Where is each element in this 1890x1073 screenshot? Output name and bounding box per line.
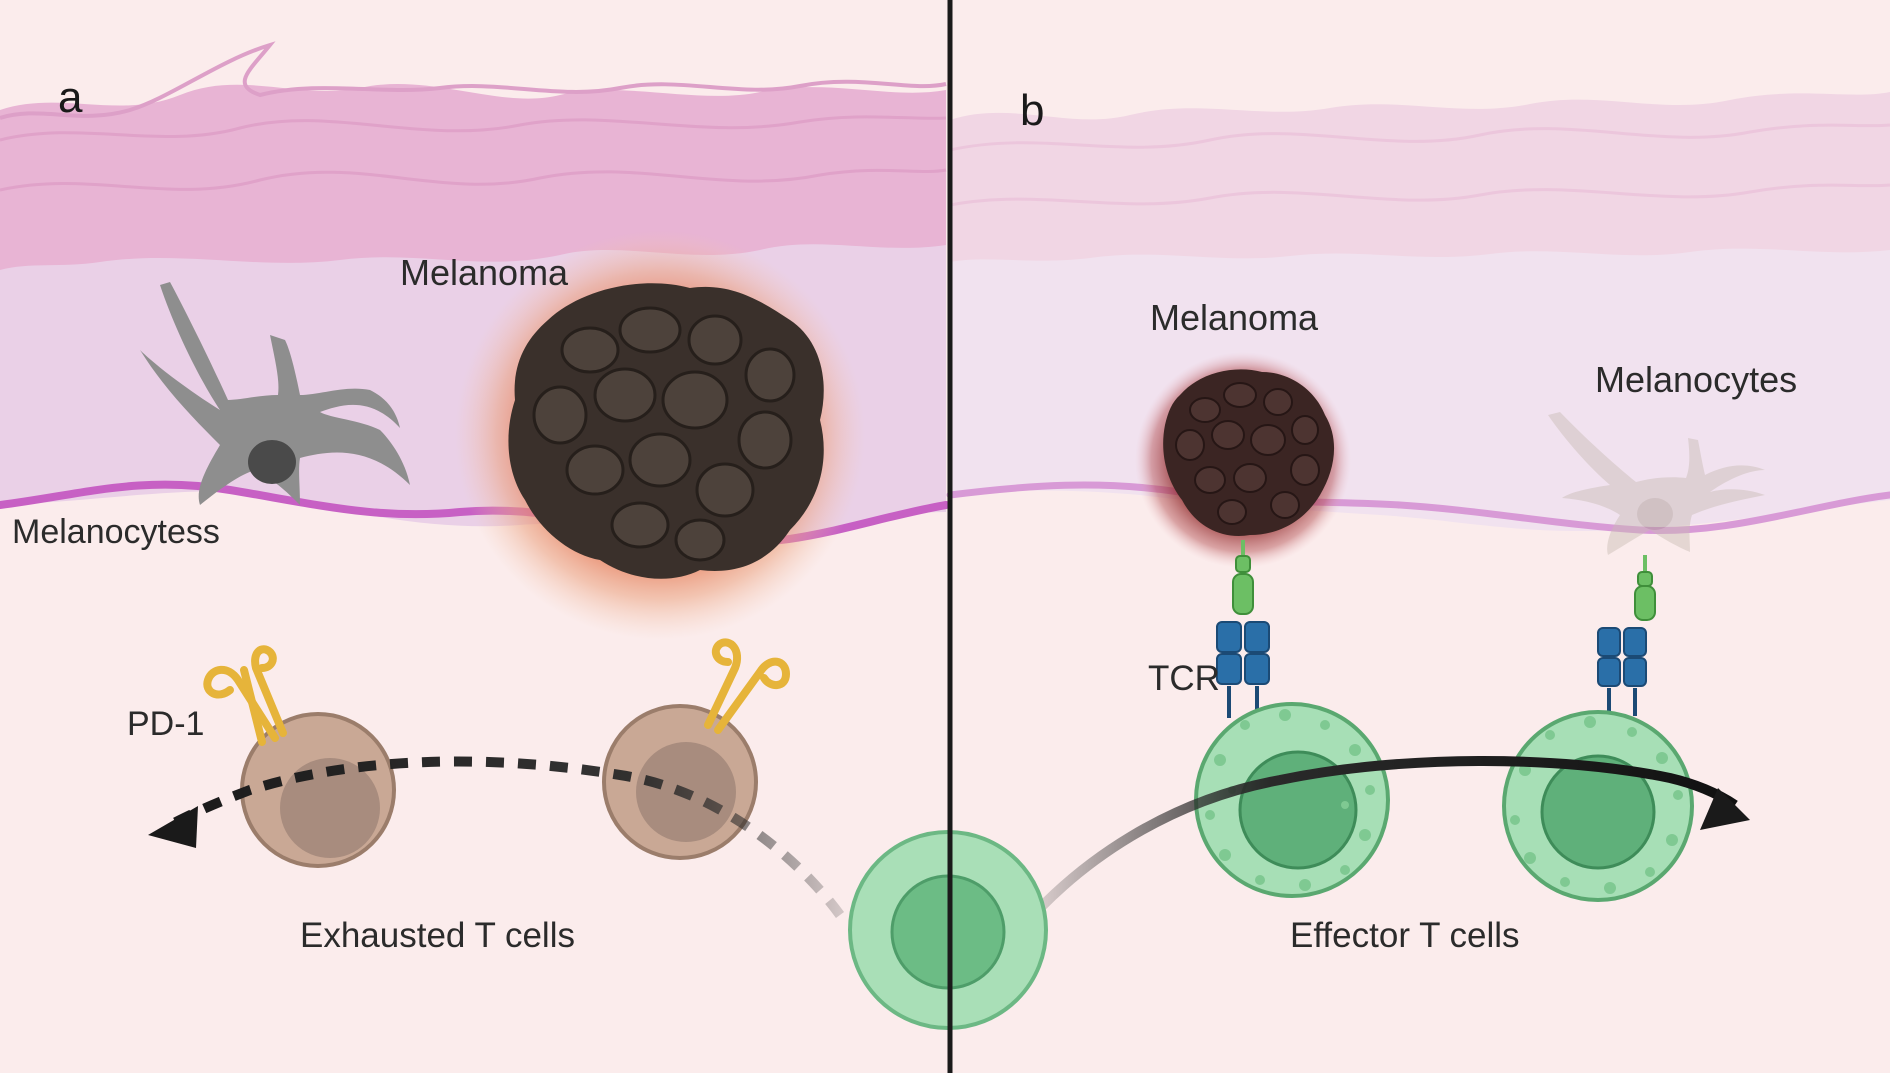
- panel-a-epidermis-top: [0, 41, 947, 120]
- panel-a-epidermis: [0, 83, 946, 270]
- panel-a-melanoma: [455, 230, 865, 640]
- panel-a-migration-arrow: [148, 756, 845, 918]
- panel-a-pd1-label: PD-1: [127, 705, 204, 743]
- panel-a-melanocyte: [140, 282, 410, 505]
- pd1-receptor-icon: [203, 645, 287, 746]
- panel-b-melanocytes-label: Melanocytes: [1595, 359, 1797, 400]
- panel-b-effector-t-cell-1: [1194, 702, 1390, 898]
- panel-a: [0, 41, 950, 918]
- panel-b: [946, 0, 1890, 1073]
- pd1-receptor-icon: [704, 638, 791, 734]
- panel-b-melanocyte: [1548, 412, 1765, 555]
- panel-a-epidermis-lines: [0, 115, 947, 192]
- panel-a-cells-label: Exhausted T cells: [300, 916, 575, 955]
- panel-b-tcr-label: TCR: [1148, 659, 1220, 698]
- panel-a-melanocytes-label: Melanocytess: [12, 513, 220, 551]
- tcr-receptor-icon: [1216, 621, 1270, 718]
- panel-a-letter: a: [58, 73, 83, 122]
- panel-b-letter: b: [1020, 86, 1044, 135]
- panel-b-migration-arrow: [1016, 756, 1750, 934]
- panel-b-cells-label: Effector T cells: [1290, 916, 1520, 955]
- panel-a-exhausted-t-cell-1: [203, 645, 396, 868]
- panel-b-basement-membrane: [946, 481, 1890, 535]
- panel-b-melanoma-label: Melanoma: [1150, 297, 1319, 338]
- panel-a-melanoma-label: Melanoma: [400, 252, 569, 293]
- panel-b-antigen-1: [1232, 540, 1254, 615]
- panel-b-epidermis-lines: [949, 123, 1890, 207]
- panel-b-melanoma: [1135, 352, 1351, 568]
- panel-b-antigen-2: [1634, 555, 1656, 621]
- panel-b-effector-t-cell-2: [1502, 710, 1694, 902]
